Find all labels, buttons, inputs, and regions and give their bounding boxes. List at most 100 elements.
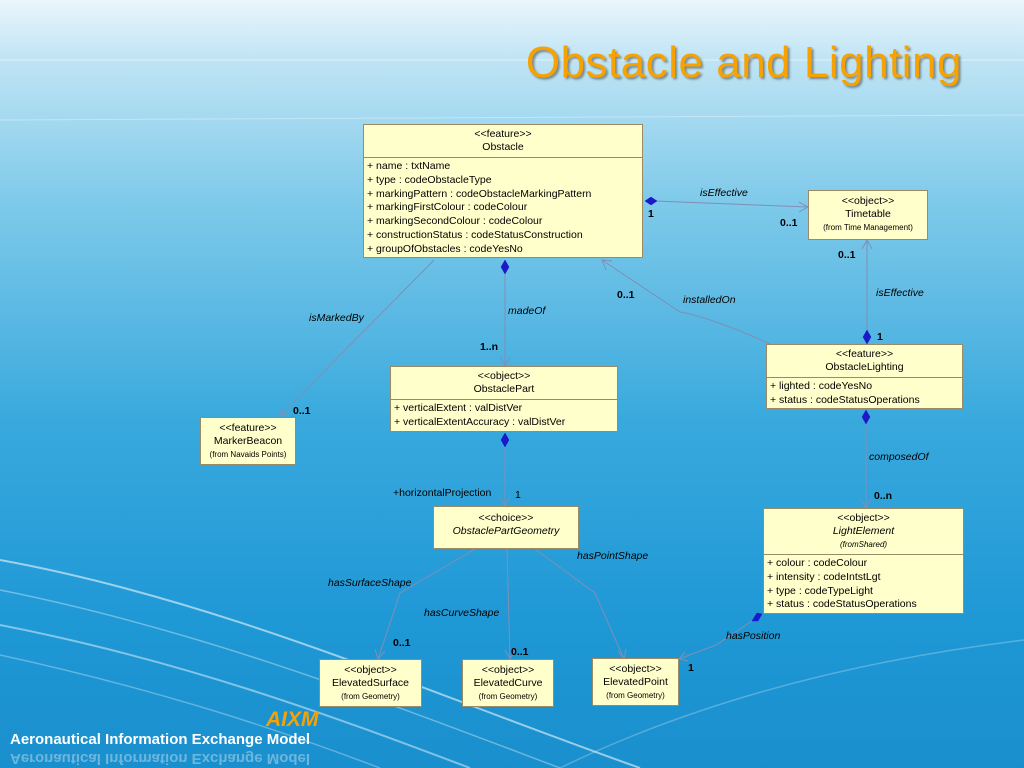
attribute-list: + lighted : codeYesNo + status : codeSta…: [767, 377, 962, 411]
class-package: (fromShared): [839, 540, 888, 549]
class-marker-beacon[interactable]: <<feature>> MarkerBeacon (from Navaids P…: [200, 417, 296, 465]
class-package: (from Geometry): [478, 692, 538, 701]
attribute: + verticalExtentAccuracy : valDistVer: [394, 415, 566, 428]
class-obstacle-part-geometry[interactable]: <<choice>> ObstaclePartGeometry: [433, 506, 579, 549]
attribute-list: + name : txtName + type : codeObstacleTy…: [364, 157, 642, 260]
attribute: + constructionStatus : codeStatusConstru…: [367, 228, 583, 241]
class-elevated-curve[interactable]: <<object>> ElevatedCurve (from Geometry): [462, 659, 554, 707]
class-obstacle[interactable]: <<feature>> Obstacle + name : txtName + …: [363, 124, 643, 258]
attribute: + markingPattern : codeObstacleMarkingPa…: [367, 187, 592, 200]
arrow-lighting-obstacle: [601, 259, 613, 271]
class-name: MarkerBeacon: [213, 435, 283, 447]
attribute-list: + verticalExtent : valDistVer + vertical…: [391, 399, 617, 433]
class-stereotype: <<object>>: [841, 195, 895, 207]
attribute: + groupOfObstacles : codeYesNo: [367, 242, 523, 255]
link-lighting-obstacle: [601, 259, 771, 345]
attribute: + markingSecondColour : codeColour: [367, 215, 543, 228]
multiplicity: 1..n: [480, 341, 499, 353]
attribute-list: + colour : codeColour + intensity : code…: [764, 554, 963, 615]
association-label: hasSurfaceShape: [328, 577, 412, 589]
brand-acronym: AIXM: [266, 708, 319, 731]
multiplicity: 1: [648, 208, 654, 220]
class-elevated-surface[interactable]: <<object>> ElevatedSurface (from Geometr…: [319, 659, 422, 707]
brand-reflection: Aeronautical Information Exchange Model: [10, 750, 311, 767]
multiplicity: 0..1: [838, 249, 856, 261]
class-light-element[interactable]: <<object>> LightElement (fromShared) + c…: [763, 508, 964, 614]
class-elevated-point[interactable]: <<object>> ElevatedPoint (from Geometry): [592, 658, 679, 706]
association-label: installedOn: [683, 294, 736, 306]
diamond-element-point: [751, 612, 763, 622]
class-name: ElevatedSurface: [331, 677, 410, 689]
attribute: + lighted : codeYesNo: [770, 380, 873, 392]
class-stereotype: <<feature>>: [835, 348, 894, 360]
association-label: +horizontalProjection: [393, 487, 492, 499]
class-package: (from Time Management): [823, 223, 913, 232]
association-label: hasCurveShape: [424, 607, 500, 619]
diamond-lighting-element: [861, 409, 871, 425]
class-stereotype: <<object>>: [481, 664, 535, 676]
attribute: + status : codeStatusOperations: [767, 598, 917, 611]
multiplicity: 0..1: [393, 637, 411, 649]
link-obstacle-timetable: [654, 200, 809, 208]
class-name: LightElement: [832, 525, 895, 537]
class-name: ElevatedPoint: [603, 676, 668, 688]
page-title: Obstacle and Lighting: [525, 38, 962, 87]
attribute: + type : codeTypeLight: [767, 584, 873, 597]
arrow-obstacle-marker: [279, 405, 291, 417]
link-geometry-surface: [377, 548, 476, 660]
multiplicity: 1: [688, 662, 694, 674]
class-stereotype: <<choice>>: [478, 512, 534, 524]
attribute: + name : txtName: [367, 160, 451, 172]
class-package: (from Geometry): [606, 691, 665, 700]
class-name: ObstacleLighting: [825, 361, 904, 373]
class-stereotype: <<object>>: [344, 664, 397, 676]
diamond-lighting-timetable: [862, 329, 872, 345]
class-obstacle-part[interactable]: <<object>> ObstaclePart + verticalExtent…: [390, 366, 618, 432]
attribute: + status : codeStatusOperations: [770, 393, 920, 406]
association-label: hasPosition: [726, 630, 781, 642]
link-geometry-curve: [506, 548, 511, 660]
diamond-obstacle-timetable: [644, 196, 658, 206]
class-stereotype: <<feature>>: [474, 128, 532, 140]
class-package: (from Navaids Points): [209, 450, 287, 459]
multiplicity: 0..1: [511, 646, 529, 658]
association-label: isEffective: [876, 287, 924, 299]
class-name: ElevatedCurve: [473, 677, 543, 689]
association-label: isEffective: [700, 187, 748, 199]
class-timetable[interactable]: <<object>> Timetable (from Time Manageme…: [808, 190, 928, 240]
multiplicity: 0..n: [874, 490, 893, 502]
association-label: madeOf: [508, 305, 546, 317]
diamond-obstacle-part: [500, 259, 510, 275]
multiplicity: 0..1: [780, 217, 798, 229]
class-name: Obstacle: [482, 141, 524, 153]
attribute: + colour : codeColour: [767, 557, 868, 569]
class-stereotype: <<object>>: [477, 370, 531, 382]
multiplicity: 1: [515, 489, 521, 501]
multiplicity: 1: [877, 331, 883, 343]
attribute: + intensity : codeIntstLgt: [767, 570, 881, 583]
arrow-lighting-timetable: [861, 238, 873, 250]
link-obstacle-marker: [279, 259, 435, 417]
attribute: + verticalExtent : valDistVer: [394, 402, 523, 414]
diamond-part-geometry: [500, 432, 510, 448]
association-label: isMarkedBy: [309, 312, 364, 324]
class-package: (from Geometry): [341, 692, 400, 701]
class-stereotype: <<feature>>: [219, 422, 277, 434]
association-label: composedOf: [869, 451, 929, 463]
multiplicity: 0..1: [293, 405, 311, 417]
link-geometry-point: [534, 548, 625, 660]
arrow-element-point: [678, 651, 689, 662]
attribute: + markingFirstColour : codeColour: [367, 201, 528, 214]
attribute: + type : codeObstacleType: [367, 173, 492, 186]
class-name: Timetable: [845, 208, 891, 220]
class-name: ObstaclePart: [473, 383, 535, 395]
class-stereotype: <<object>>: [609, 663, 662, 675]
class-obstacle-lighting[interactable]: <<feature>> ObstacleLighting + lighted :…: [766, 344, 963, 409]
class-stereotype: <<object>>: [837, 512, 890, 524]
link-element-point: [678, 620, 753, 660]
brand-full-name: Aeronautical Information Exchange Model: [10, 731, 311, 748]
multiplicity: 0..1: [617, 289, 635, 301]
association-label: hasPointShape: [577, 550, 649, 562]
